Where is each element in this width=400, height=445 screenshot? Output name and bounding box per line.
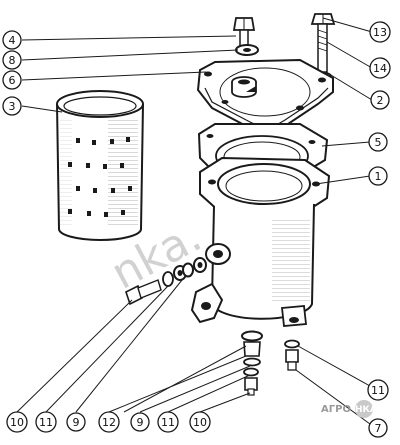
callout-number: 12	[102, 416, 116, 429]
callout-c2: 2	[370, 90, 390, 110]
callout-circle	[66, 412, 86, 432]
callout-number: 7	[375, 422, 382, 435]
callout-c3: 3	[2, 96, 22, 116]
drain-plug-part-7	[284, 339, 300, 371]
callout-c14: 14	[369, 57, 391, 79]
callout-circle	[130, 412, 150, 432]
callout-b9b: 9	[130, 412, 150, 432]
lower-bolt-stack-part-12	[241, 330, 263, 396]
callout-number: 3	[9, 100, 16, 113]
nut-part-13	[310, 13, 336, 25]
callout-number: 14	[373, 62, 387, 75]
callout-c6: 6	[2, 70, 22, 90]
callout-circle	[369, 57, 391, 79]
callout-c1: 1	[368, 166, 388, 186]
callout-c13: 13	[369, 21, 391, 43]
cover-part-6	[196, 58, 334, 138]
side-bolt-part-10	[125, 279, 162, 306]
callout-number: 10	[193, 416, 207, 429]
callout-b11a: 11	[35, 411, 57, 433]
callout-c8: 8	[2, 50, 22, 70]
callout-number: 9	[73, 416, 80, 429]
brand-mark-right: НКА	[355, 405, 377, 415]
callout-number: 11	[39, 416, 53, 429]
callout-number: 10	[10, 416, 24, 429]
housing-body-part-1	[190, 156, 331, 327]
callout-labels: 4 8 6 3 13 14 2 5 1 10 11 9 12 9 11 10 11 7	[2, 21, 391, 438]
callout-circle	[370, 90, 390, 110]
callout-number: 1	[375, 170, 382, 183]
callout-number: 5	[375, 136, 382, 149]
callout-number: 13	[373, 26, 387, 39]
callout-circle	[2, 70, 22, 90]
callout-b10a: 10	[6, 411, 28, 433]
callout-c4: 4	[2, 30, 22, 50]
callout-number: 6	[9, 74, 16, 87]
callout-b10b: 10	[189, 411, 211, 433]
callout-number: 9	[137, 416, 144, 429]
bolt-part-4	[232, 17, 256, 47]
leader-lines	[16, 17, 373, 425]
callout-circle	[367, 379, 389, 401]
brand-mark-left: АГРО	[321, 404, 351, 415]
callout-number: 4	[9, 34, 16, 47]
filter-cartridge-part-3	[56, 90, 144, 241]
callout-circle	[368, 132, 388, 152]
side-washers-part-9	[173, 257, 207, 281]
callout-circle	[368, 418, 388, 438]
callout-b9a: 9	[66, 412, 86, 432]
callout-number: 2	[377, 94, 384, 107]
brand-mark-badge	[355, 400, 373, 418]
callout-circle	[2, 30, 22, 50]
callout-circle	[98, 411, 120, 433]
callout-circle	[368, 166, 388, 186]
callout-circle	[189, 411, 211, 433]
washer-part-8	[235, 44, 259, 56]
callout-circle	[157, 411, 179, 433]
callout-r7: 7	[368, 418, 388, 438]
callout-circle	[6, 411, 28, 433]
callout-b12: 12	[98, 411, 120, 433]
callout-r11: 11	[367, 379, 389, 401]
callout-c5: 5	[368, 132, 388, 152]
callout-circle	[2, 96, 22, 116]
callout-number: 11	[161, 416, 175, 429]
callout-circle	[2, 50, 22, 70]
callout-number: 11	[371, 384, 385, 397]
callout-circle	[35, 411, 57, 433]
callout-circle	[369, 21, 391, 43]
callout-number: 8	[9, 54, 16, 67]
callout-b11b: 11	[157, 411, 179, 433]
